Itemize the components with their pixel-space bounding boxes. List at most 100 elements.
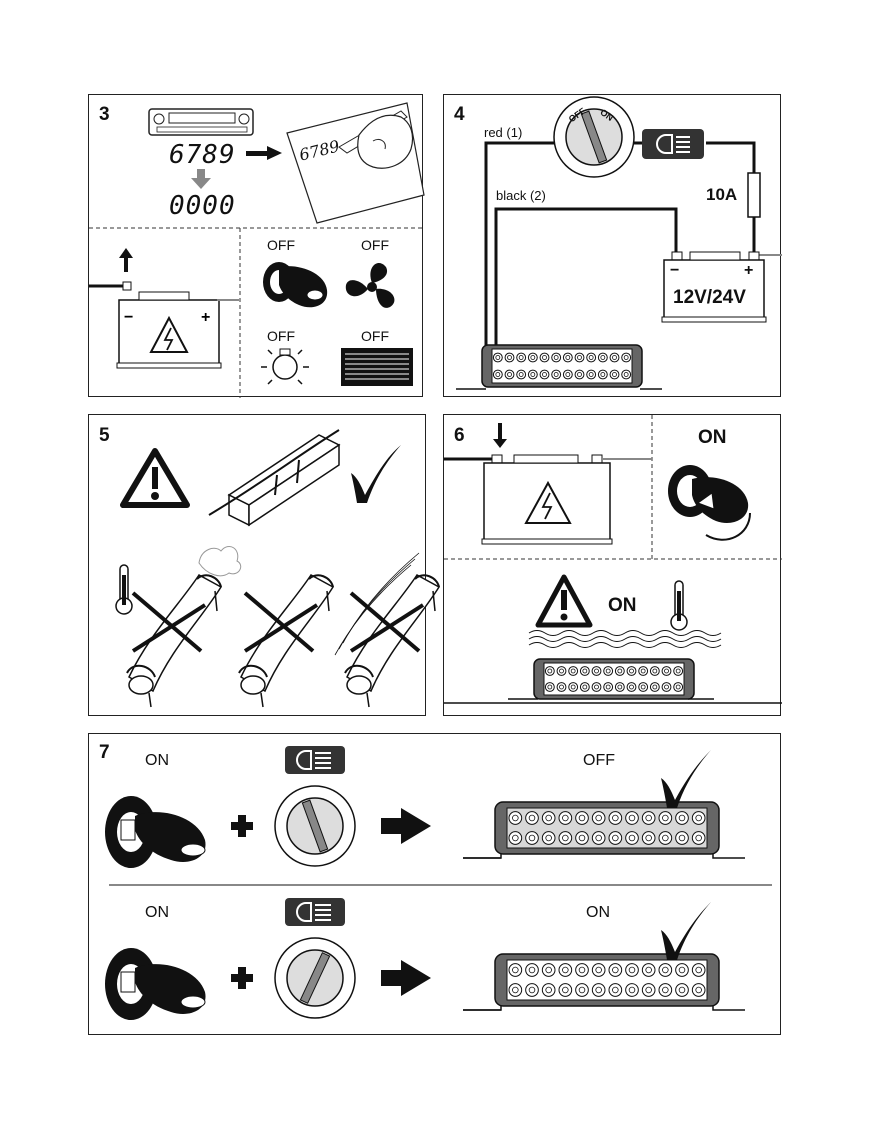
cable-tie-icon [209,430,339,525]
led-icon [509,812,522,825]
led-icon [540,353,549,362]
led-icon [526,812,539,825]
led-icon [509,832,522,845]
led-icon [569,667,578,676]
light-bulb-icon [261,349,309,384]
led-icon [592,984,605,997]
headlight-icon [285,746,345,774]
led-icon [559,984,572,997]
led-icon [505,370,514,379]
heater-icon [341,348,413,386]
led-icon [559,812,572,825]
led-icon [528,370,537,379]
panel-7: 7 ON OFF ON ON OFF ON OFF ON [88,733,781,1035]
led-icon [528,353,537,362]
warning-triangle-icon [123,451,187,505]
led-icon [626,812,639,825]
led-icon [545,667,554,676]
led-icon [552,353,561,362]
led-icon [674,667,683,676]
led-icon [592,832,605,845]
led-icon [598,370,607,379]
led-icon [592,964,605,977]
led-icon [609,984,622,997]
led-icon [576,812,589,825]
off-icons [89,95,424,398]
led-icon [615,667,624,676]
led-icon [592,812,605,825]
led-icon [610,370,619,379]
led-icon [626,832,639,845]
warning-triangle-icon [538,577,590,625]
led-icon [692,984,705,997]
led-icon [622,353,631,362]
key-icon [263,262,327,307]
arrow-right-icon [381,960,431,996]
plus-icon [231,815,253,837]
led-icon [559,832,572,845]
cable-tie-icon [239,575,333,707]
led-icon [575,370,584,379]
led-icon [604,667,613,676]
led-icon [580,683,589,692]
led-icon [563,353,572,362]
arrow-right-icon [381,808,431,844]
panel-5: 5 [88,414,426,716]
led-icon [676,964,689,977]
rotary-switch-icon [275,938,355,1018]
led-icon [575,353,584,362]
led-icon [692,964,705,977]
led-icon [662,683,671,692]
led-icon [542,812,555,825]
led-icon [626,964,639,977]
led-icon [557,667,566,676]
fan-icon [346,263,395,308]
air-puff-icon [199,546,241,575]
led-icon [552,370,561,379]
led-icon [642,812,655,825]
led-icon [542,964,555,977]
panel-3: 3 6789 0000 6789 − + OFF OFF OFF OFF [88,94,423,397]
led-icon [580,667,589,676]
led-icon [692,812,705,825]
checkmark-icon [661,902,711,960]
checkmark-icon [351,445,401,503]
led-light-bar-icon [463,954,745,1010]
led-icon [650,667,659,676]
led-icon [642,832,655,845]
led-icon [559,964,572,977]
led-icon [563,370,572,379]
plus-icon [231,967,253,989]
led-icon [526,984,539,997]
cable-tie-icon [127,575,221,707]
led-icon [542,984,555,997]
led-icon [659,964,672,977]
thermometer-icon [116,565,132,614]
led-icon [526,832,539,845]
panel-6-graphics [444,415,782,717]
led-icon [598,353,607,362]
led-icon [576,964,589,977]
row-light-off [105,746,745,868]
led-icon [609,812,622,825]
led-icon [540,370,549,379]
led-icon [639,683,648,692]
led-light-bar-icon [444,95,782,398]
led-icon [650,683,659,692]
thermometer-icon [671,581,687,630]
led-icon [622,370,631,379]
led-icon [676,812,689,825]
panel-4: 4 red (1) black (2) OFF ON 10A − + 12V/2… [443,94,781,397]
led-icon [569,683,578,692]
battery-icon [482,455,652,544]
led-icon [676,984,689,997]
led-icon [587,353,596,362]
led-icon [609,832,622,845]
led-icon [609,964,622,977]
rotary-switch-icon [275,786,355,866]
led-icon [659,812,672,825]
led-icon [626,984,639,997]
led-icon [659,832,672,845]
led-icon [604,683,613,692]
led-icon [674,683,683,692]
